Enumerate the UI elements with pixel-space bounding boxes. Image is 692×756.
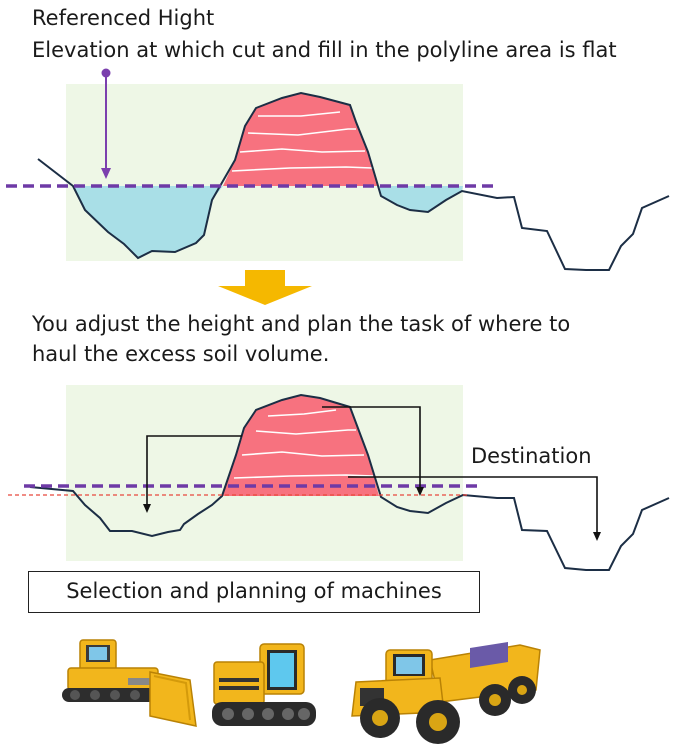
cut-layer-line <box>241 451 365 457</box>
cut-layer-line <box>267 409 337 417</box>
purple-pin-arrow-icon <box>101 68 111 179</box>
title-line-2: Elevation at which cut and fill in the p… <box>32 38 617 62</box>
machines-caption: Selection and planning of machines <box>66 579 442 603</box>
cut-layer-line <box>233 474 374 479</box>
cut-layer-line <box>247 128 356 136</box>
machines-caption-box: Selection and planning of machines <box>28 571 480 613</box>
tracked-carrier-icon <box>212 643 316 726</box>
terrain-profile-top <box>37 91 670 271</box>
destination-label: Destination <box>471 444 592 468</box>
dump-truck-icon <box>351 642 541 744</box>
haul-arrow-left <box>146 435 242 506</box>
cut-layer-line <box>258 111 341 117</box>
cut-layer-line <box>231 166 373 172</box>
fill-region-left <box>73 186 223 258</box>
haul-arrow-destination-head <box>593 532 601 541</box>
cut-layer-line <box>239 148 366 153</box>
haul-arrow-right <box>322 406 421 489</box>
haul-arrow-right-head <box>416 487 424 496</box>
step-line-1: You adjust the height and plan the task … <box>32 312 571 336</box>
title-line-1: Referenced Hight <box>32 6 215 30</box>
cut-region-planned <box>222 395 379 496</box>
step-line-2: haul the excess soil volume. <box>32 342 330 366</box>
down-arrow-icon <box>218 270 312 305</box>
haul-arrow-destination <box>348 476 598 534</box>
cut-layer-line <box>255 429 356 435</box>
bulldozer-icon <box>62 639 197 727</box>
haul-arrow-left-head <box>143 504 151 513</box>
